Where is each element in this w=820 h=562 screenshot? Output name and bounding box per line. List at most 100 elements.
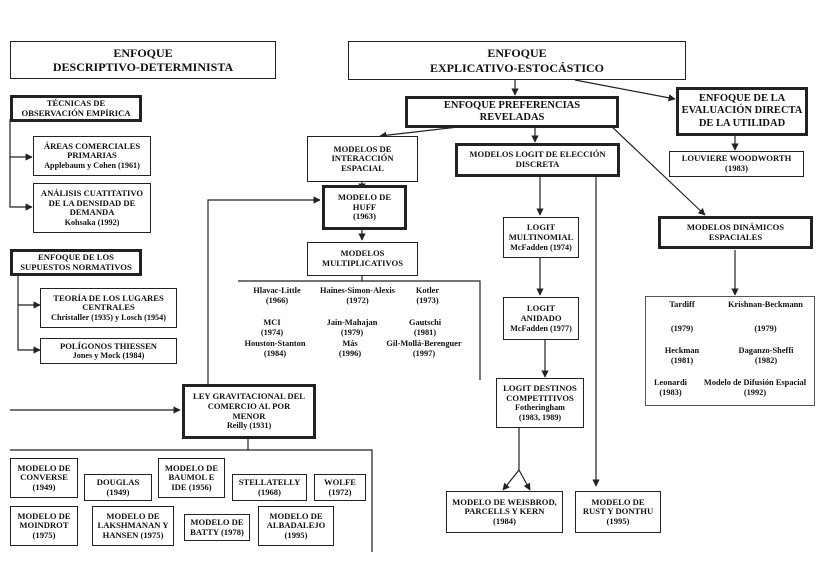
spatial-dynamic-models-box: MODELOS DINÁMICOS ESPACIALES [658,216,813,249]
central-places-line-2: CENTRALES [82,302,135,313]
competing-line-2: COMPETITIVOS [506,392,574,403]
huff-line-1: MODELO DE [337,192,392,203]
empirical-techniques-box: TÉCNICAS DE OBSERVACIÓN EMPÍRICA [10,95,142,122]
lakshmanan-hansen-model-box: MODELO DE LAKSHMANAN Y HANSEN (1975) [92,506,174,546]
density-citation: Kohsaka (1992) [64,217,120,227]
model-line: CONVERSE [20,472,68,483]
model-line: WOLFE [324,476,356,487]
author-name: Más [342,339,358,348]
model-line: IDE (1956) [171,481,212,492]
areas-line-1: ÁREAS COMERCIALES [43,140,141,151]
author-year: (1997) [412,348,436,358]
author-name: Kotler [415,286,440,295]
author-gautschi: Gautschi (1981) [400,318,450,337]
model-line: (1968) [258,486,281,497]
weisbrod-line-2: PARCELLS Y KERN [464,506,545,517]
revealed-preferences-box: ENFOQUE PREFERENCIAS REVELADAS [405,96,619,128]
areas-citation: Applebaum y Cohen (1961) [44,161,140,171]
wolfe-model-box: WOLFE (1972) [314,474,366,501]
author-year: (1972) [346,295,369,305]
preferences-line-1: ENFOQUE PREFERENCIAS [443,99,581,111]
model-line: MODELO DE [164,462,219,473]
discrete-choice-logit-box: MODELOS LOGIT DE ELECCIÓN DISCRETA [455,143,620,177]
normative-assumptions-box: ENFOQUE DE LOS SUPUESTOS NORMATIVOS [10,249,142,276]
author-name: Gil-Mollá-Berenguer [386,339,462,348]
louviere-line-1: LOUVIERE WOODWORTH [681,153,792,164]
author-mci: MCI (1974) [242,318,302,337]
baumol-ide-model-box: MODELO DE BAUMOL E IDE (1956) [158,458,225,498]
thiessen-citation: Jones y Mock (1984) [72,351,145,361]
author-year: (1979) [670,324,694,334]
thiessen-polygons-box: POLÍGONOS THIESSEN Jones y Mock (1984) [40,338,177,364]
rust-line-1: MODELO DE [591,496,645,507]
gravity-line-1: LEY GRAVITACIONAL DEL [192,391,306,402]
author-name: Houston-Stanton [244,339,306,348]
multinomial-line-1: LOGIT [526,222,556,233]
model-line: HANSEN (1975) [102,529,164,540]
spatial-interaction-models-box: MODELOS DE INTERACCIÓN ESPACIAL [307,136,418,182]
author-gil-molla-berenguer: Gil-Mollá-Berenguer (1997) [378,339,470,358]
primary-commercial-areas-box: ÁREAS COMERCIALES PRIMARIAS Applebaum y … [33,136,151,176]
empirical-line-1: TÉCNICAS DE [46,97,106,108]
model-line: (1972) [328,486,352,497]
normative-line-1: ENFOQUE DE LOS [38,251,114,262]
author-haines-simon-alexis: Haines-Simon-Alexis (1972) [310,286,405,305]
model-line: (1975) [32,529,56,540]
converse-model-box: MODELO DE CONVERSE (1949) [10,458,78,498]
author-name: Tardiff [669,300,695,309]
model-line: MODELO DE [17,510,71,521]
areas-line-2: PRIMARIAS [67,150,117,161]
model-line: (1995) [284,529,308,540]
weisbrod-line-3: (1984) [493,515,516,526]
huff-line-2: HUFF [352,201,377,212]
author-spatial-diffusion-model: Modelo de Difusión Espacial (1992) [696,378,814,397]
competing-destinations-logit-box: LOGIT DESTINOS COMPETITIVOS Fotheringham… [496,378,584,428]
model-line: MODELO DE [106,510,160,521]
rust-donthu-box: MODELO DE RUST Y DONTHU (1995) [575,491,661,533]
utility-line-2: EVALUACIÓN DIRECTA [681,105,803,117]
author-name: Hlavac-Little [253,286,301,295]
dynamic-line-2: ESPACIALES [708,231,763,242]
density-line-1: ANÁLISIS CUATITATIVO [40,187,144,198]
author-year: (1979) [340,327,364,337]
multiplicative-line-2: MULTIPLICATIVOS [321,258,403,268]
batty-model-box: MODELO DE BATTY (1978) [184,514,250,541]
density-line-3: DEMANDA [69,207,115,218]
author-heckman: Heckman (1981) [652,346,712,365]
albadalejo-model-box: MODELO DE ALBADALEJO (1995) [258,506,334,546]
author-year: (1981) [413,327,437,337]
dynamic-line-1: MODELOS DINÁMICOS [686,221,785,232]
explicative-header-line-1: ENFOQUE [487,46,547,61]
author-daganzo-sheffi: Daganzo-Sheffi (1982) [726,346,806,365]
interaction-line-2: INTERACCIÓN [331,153,394,164]
author-leonardi: Leonardi (1983) [648,378,693,397]
normative-line-2: SUPUESTOS NORMATIVOS [20,261,132,272]
author-kotler: Kotler (1973) [405,286,450,305]
model-line: (1949) [106,486,130,497]
model-line: MODELO DE [190,516,244,527]
multinomial-line-2: MULTINOMIAL [508,231,574,242]
central-places-theory-box: TEORÍA DE LOS LUGARES CENTRALES Christal… [40,288,177,328]
author-mas: Más (1996) [330,339,370,358]
gravity-citation: Reilly (1931) [226,421,272,431]
author-year: (1979) [754,324,777,334]
author-year: (1982) [754,355,778,365]
explicative-header-line-2: EXPLICATIVO-ESTOCÁSTICO [429,60,605,75]
model-line: (1949) [32,481,56,492]
logit-choice-line-2: DISCRETA [515,159,560,169]
model-line: ALBADALEJO [266,520,326,531]
competing-line-4: (1983, 1989) [518,412,562,422]
utility-line-1: ENFOQUE DE LA [698,92,786,104]
interaction-line-1: MODELOS DE [333,143,392,154]
author-year: (1981) [670,355,694,365]
nested-logit-box: LOGIT ANIDADO McFadden (1977) [503,297,579,340]
author-hlavac-little: Hlavac-Little (1966) [242,286,312,305]
model-line: MOINDROT [19,520,69,531]
descriptive-approach-header: ENFOQUE DESCRIPTIVO-DETERMINISTA [10,41,276,79]
competing-line-3: Fotheringham [514,403,566,413]
author-spacer [718,311,813,323]
quantitative-density-box: ANÁLISIS CUATITATIVO DE LA DENSIDAD DE D… [33,183,151,233]
gravity-line-2: COMERCIO AL POR [207,401,291,412]
gravitational-law-box: LEY GRAVITACIONAL DEL COMERCIO AL POR ME… [182,384,316,439]
